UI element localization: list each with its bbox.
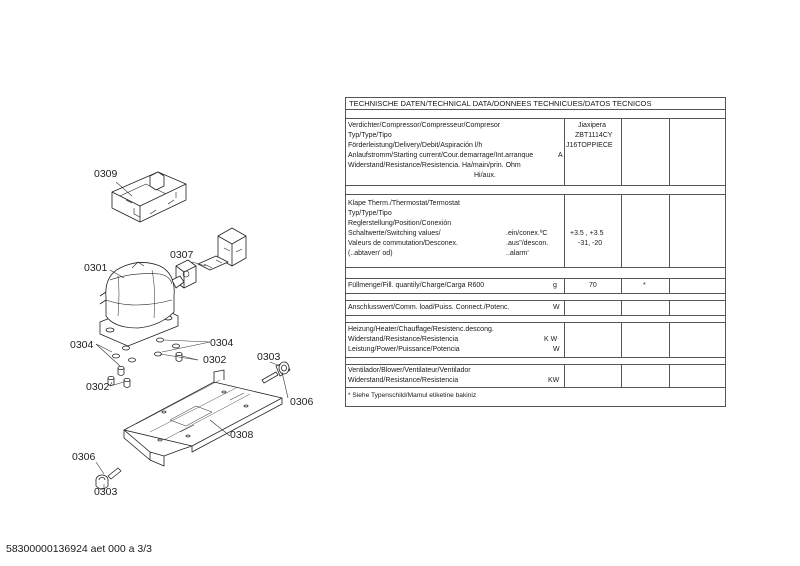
part-0301-compressor (99, 261, 185, 347)
label-0307: 0307 (170, 249, 194, 261)
leader-lines (95, 181, 289, 488)
label-0306-left: 0306 (72, 451, 96, 463)
compressor-line-3: Förderleistung/Delivery/Debit/Aspiración… (348, 142, 483, 149)
part-0306-screw-left (95, 467, 122, 490)
label-0302-right: 0302 (203, 354, 227, 366)
section-compressor: Verdichter/Compressor/Compresseur/Compre… (346, 118, 725, 186)
thermostat-line-6: (..abtaven' od) (348, 250, 393, 257)
fan-line-1: Ventilador/Blower/Ventilateur/Ventilador (348, 367, 471, 374)
connect-label: Anschlusswert/Comm. load/Puiss. Connect.… (348, 304, 510, 311)
thermostat-alarm: ..alarm' (506, 250, 529, 257)
label-0303-right: 0303 (257, 351, 281, 363)
thermostat-line-2: Typ/Type/Tipo (348, 210, 392, 217)
thermostat-switch-on: .ein/conex.ºC (506, 230, 548, 237)
compressor-brand: Jiaxipera (578, 122, 607, 129)
thermostat-value-1: +3.5 , +3.5 (570, 230, 604, 237)
document-footer: 58300000136924 aet 000 a 3/3 (6, 543, 152, 555)
section-thermostat: Klape Therm./Thermostat/Termostat Typ/Ty… (346, 194, 725, 268)
heater-line-3: Leistung/Power/Puissance/Potencia (348, 346, 460, 353)
label-0302-left: 0302 (86, 381, 110, 393)
compressor-line-1: Verdichter/Compressor/Compresseur/Compre… (348, 122, 501, 129)
label-0306-right: 0306 (290, 396, 314, 408)
thermostat-value-2: -31, -20 (578, 240, 603, 247)
compressor-unit: A (558, 152, 563, 159)
compressor-model: J16TOPPIECE (566, 142, 613, 149)
table-footnote: * Siehe Typenschild/Mamul etiketine baki… (348, 392, 477, 399)
label-0304-right: 0304 (210, 337, 234, 349)
label-0309: 0309 (94, 168, 118, 180)
parts-0304-0302-grommets (107, 337, 183, 388)
thermostat-line-5: Valeurs de commutation/Desconex. (348, 240, 458, 247)
table-title: TECHNISCHE DATEN/TECHNICAL DATA/DONNEES … (346, 98, 725, 110)
section-fan: Ventilador/Blower/Ventilateur/Ventilador… (346, 364, 725, 388)
compressor-type: ZBT1114CY (575, 132, 613, 139)
label-0304-left: 0304 (70, 339, 94, 351)
charge-value: 70 (589, 282, 597, 289)
compressor-line-2: Typ/Type/Tipo (348, 132, 392, 139)
label-0308: 0308 (230, 429, 254, 441)
charge-label: Füllmenge/Fill. quantily/Charge/Carga R6… (348, 282, 485, 289)
label-0301: 0301 (84, 262, 108, 274)
heater-unit-1: K W (544, 336, 558, 343)
heater-unit-2: W (553, 346, 560, 353)
fan-line-2: Widerstand/Resistance/Resistencia (348, 377, 459, 384)
label-0303-left: 0303 (94, 486, 118, 498)
charge-unit: g (553, 282, 557, 289)
charge-mark: * (643, 282, 646, 289)
thermostat-line-1: Klape Therm./Thermostat/Termostat (348, 200, 460, 207)
thermostat-line-4: Schaltwerte/Switching values/ (348, 230, 441, 237)
technical-data-table: TECHNISCHE DATEN/TECHNICAL DATA/DONNEES … (345, 97, 726, 407)
part-0309-relay-cover (111, 171, 187, 223)
fan-unit: KW (548, 377, 560, 384)
compressor-line-5: Widerstand/Resistance/Resistencia. Ha/ma… (348, 162, 521, 169)
part-0306-screw-right (261, 361, 291, 384)
section-connection-load: Anschlusswert/Comm. load/Puiss. Connect.… (346, 300, 725, 316)
heater-line-2: Widerstand/Resistance/Resistencia (348, 336, 459, 343)
heater-line-1: Heizung/Heater/Chauffage/Resistenc.desco… (348, 326, 494, 333)
thermostat-line-3: Reglerstellung/Position/Conexión (348, 220, 452, 227)
connect-unit: W (553, 304, 560, 311)
compressor-line-4: Anlaufstromm/Starting current/Cour.demar… (348, 152, 534, 159)
thermostat-switch-off: .aus"/descon. (506, 240, 549, 247)
section-heater: Heizung/Heater/Chauffage/Resistenc.desco… (346, 322, 725, 358)
section-charge: Füllmenge/Fill. quantily/Charge/Carga R6… (346, 278, 725, 294)
compressor-line-6: Hi/aux. (474, 172, 496, 179)
part-0308-mounting-plate (123, 369, 283, 467)
